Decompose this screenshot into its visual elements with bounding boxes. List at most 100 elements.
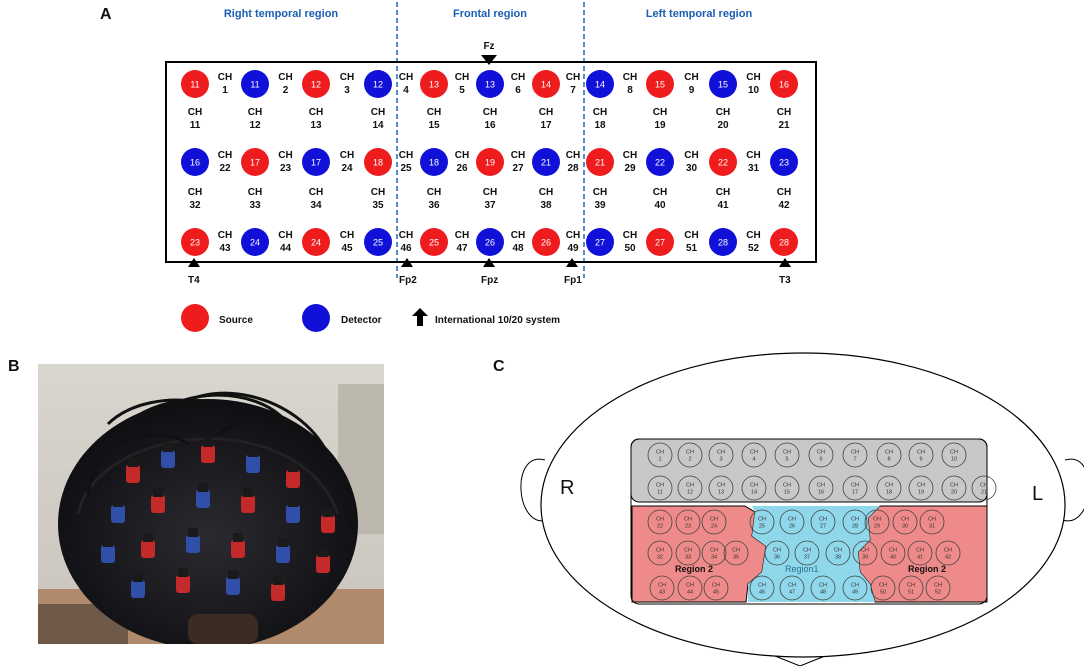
optode-number: 21 [595,158,605,168]
legend-detector-swatch [302,304,330,332]
legend-detector-label: Detector [341,315,382,326]
detector-optode [476,70,504,98]
channel-prefix: CH [861,548,869,554]
head-outline [540,352,1066,658]
channel-number: 48 [512,243,524,254]
cap-optode [316,555,330,573]
region2-right-label: Region 2 [908,564,946,574]
region-title-left-temporal: Left temporal region [646,8,753,20]
source-optode [476,148,504,176]
region2-left-label: Region 2 [675,564,713,574]
optode-number: 18 [373,158,383,168]
source-optode [364,148,392,176]
channel-prefix: CH [684,72,698,83]
detector-optode [586,228,614,256]
optode-number: 13 [485,80,495,90]
channel-number: 6 [515,85,521,96]
channel-prefix: CH [950,483,958,489]
channel-number: 3 [344,85,350,96]
channel-circle [870,575,896,601]
cap-optode-holder [153,488,163,497]
channel-prefix: CH [248,107,262,118]
channel-prefix: CH [656,517,664,523]
panel-a-letter: A [100,6,112,23]
channel-prefix: CH [712,583,720,589]
optode-number: 15 [655,80,665,90]
channel-prefix: CH [817,450,825,456]
channel-number: 45 [341,243,353,254]
channel-prefix: CH [758,517,766,523]
channel-prefix: CH [783,483,791,489]
channel-number: 52 [748,243,760,254]
channel-prefix: CH [777,107,791,118]
channel-circle [842,509,868,535]
source-optode [709,148,737,176]
channel-prefix: CH [511,230,525,241]
head-region-map: R L CH1CH2CH3CH4CH5CH6CH7CH8CH9CH10CH11C… [520,352,1084,666]
channel-number: 30 [686,163,698,174]
source-optode [770,70,798,98]
channel-prefix: CH [928,517,936,523]
channel-grid: CH1CH2CH3CH4CH5CH6CH7CH8CH9CH10CH11CH12C… [647,442,997,601]
channel-prefix: CH [656,483,664,489]
source-optode [302,228,330,256]
cap-optode [196,490,210,508]
channel-circle [708,475,734,501]
channel-prefix: CH [819,517,827,523]
channel-number: 49 [852,590,858,596]
optode-number: 25 [373,238,383,248]
channel-number: 14 [751,490,757,496]
channel-number: 18 [594,120,606,131]
channel-number: 28 [567,163,579,174]
channel-prefix: CH [593,107,607,118]
channel-circle [852,540,878,566]
channel-prefix: CH [746,72,760,83]
channel-prefix: CH [340,150,354,161]
optode-number: 16 [779,80,789,90]
channel-circle [898,575,924,601]
channel-number: 2 [688,457,691,463]
channel-circle [880,540,906,566]
channel-number: 30 [902,524,908,530]
ear-left [1061,458,1084,522]
cap-optode-holder [188,528,198,537]
channel-number: 8 [627,85,633,96]
channel-number: 31 [748,163,760,174]
channel-circle [675,540,701,566]
detector-optode [709,228,737,256]
legend-source-swatch [181,304,209,332]
channel-number: 29 [874,524,880,530]
optode-number: 15 [718,80,728,90]
ref-arrow-fp1 [566,258,578,267]
channel-prefix: CH [917,450,925,456]
channel-prefix: CH [566,230,580,241]
channel-number: 10 [748,85,760,96]
cap-optode-holder [273,576,283,585]
cap-optode-holder [323,508,333,517]
channel-number: 32 [189,200,201,211]
channel-prefix: CH [455,230,469,241]
region1-area [748,506,880,602]
channel-number: 13 [310,120,322,131]
channel-circle [677,575,703,601]
channel-circle [647,442,673,468]
optode-number: 13 [429,80,439,90]
channel-circle [701,509,727,535]
channel-circle [808,442,834,468]
channel-prefix: CH [686,583,694,589]
channel-circle [919,509,945,535]
channel-prefix: CH [684,517,692,523]
channel-prefix: CH [455,72,469,83]
channel-prefix: CH [623,72,637,83]
channel-prefix: CH [399,230,413,241]
optode-number: 24 [250,238,260,248]
channel-number: 51 [686,243,698,254]
cap-optode [186,535,200,553]
channel-prefix: CH [653,107,667,118]
channel-prefix: CH [483,107,497,118]
channel-number: 22 [657,524,663,530]
channel-number: 50 [880,590,886,596]
channel-number: 39 [594,200,606,211]
panel-b-letter: B [8,358,20,375]
